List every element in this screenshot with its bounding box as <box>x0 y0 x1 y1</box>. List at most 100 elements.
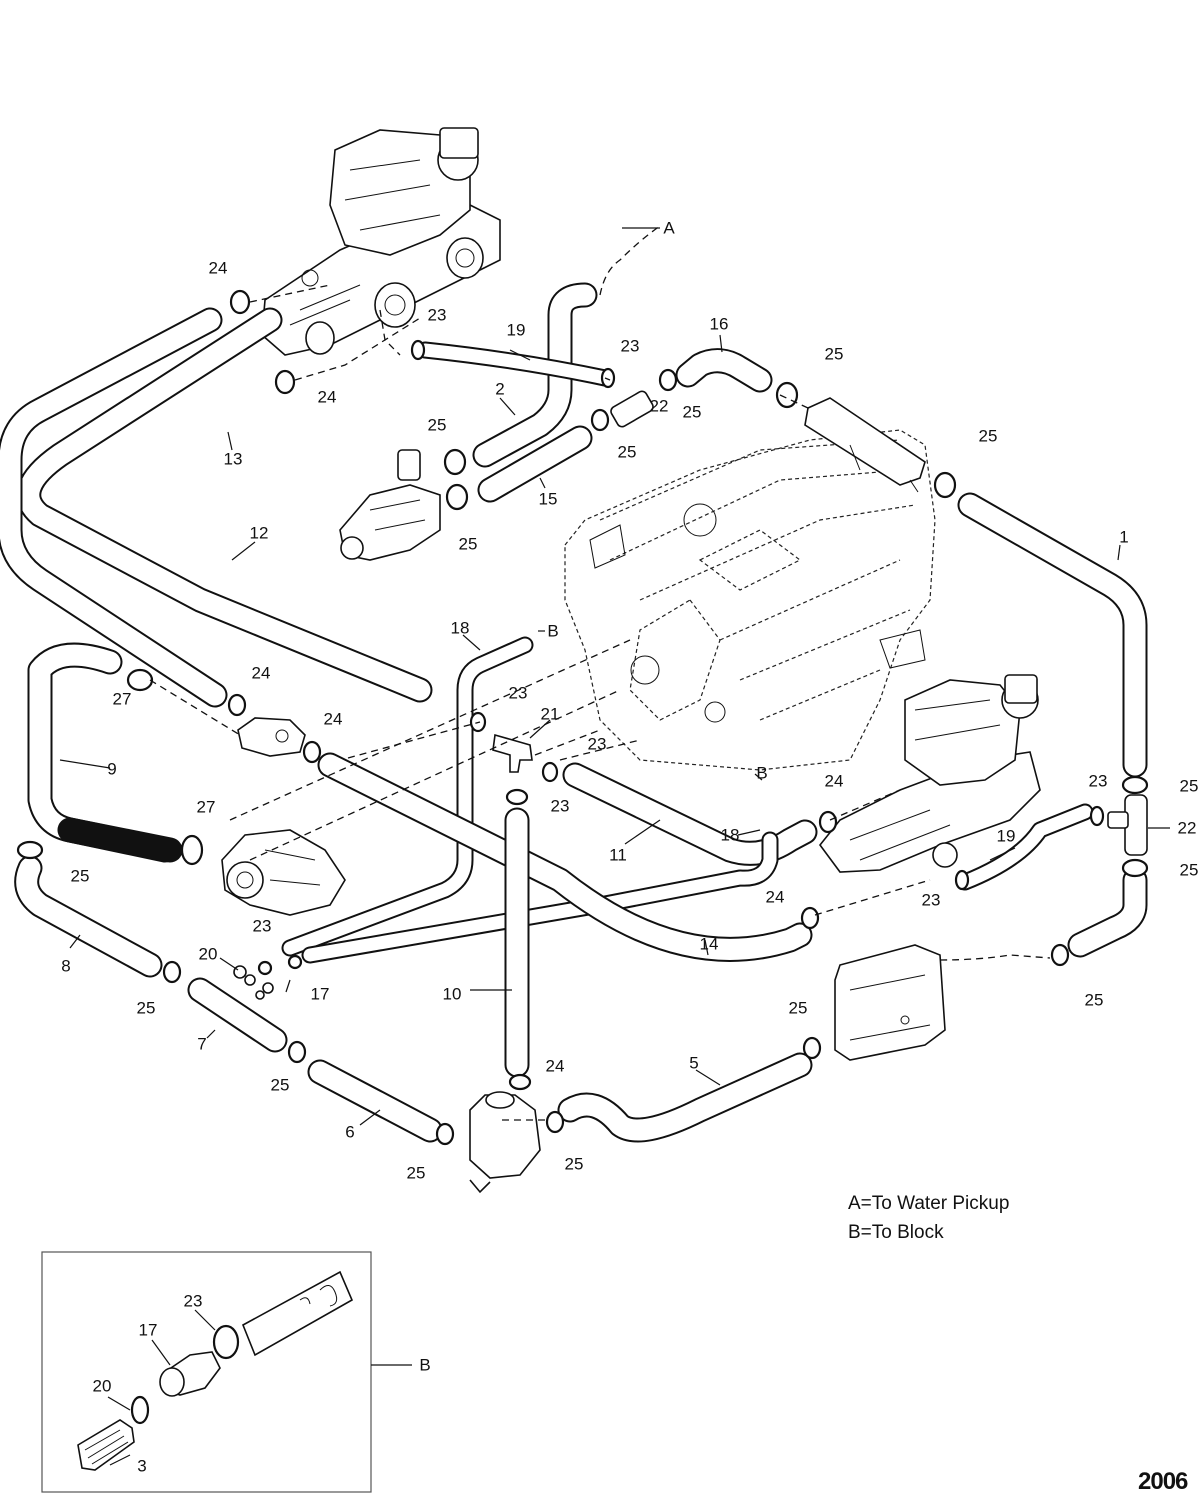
clamp-23-r2 <box>954 869 970 891</box>
figure-number: 2006 <box>1138 1468 1188 1495</box>
label-25-j: 25 <box>407 1164 426 1183</box>
clamp-24-mid <box>302 740 322 764</box>
label-25-e: 25 <box>459 535 478 554</box>
label-25-b: 25 <box>683 403 702 422</box>
clamp-23-mid3 <box>505 788 529 806</box>
clamp-25-l5 <box>545 1110 565 1134</box>
label-8: 8 <box>61 957 70 976</box>
clamp-25-r4 <box>1121 858 1149 878</box>
label-25-g: 25 <box>71 867 90 886</box>
label-23-h: 23 <box>922 891 941 910</box>
clamp-25-left <box>16 840 44 860</box>
label-6: 6 <box>345 1123 354 1142</box>
label-24-f: 24 <box>766 888 785 907</box>
label-18-right: 18 <box>721 826 740 845</box>
clamp-25-l4 <box>435 1122 455 1146</box>
label-22-right: 22 <box>1178 819 1197 838</box>
fuel-cooler <box>834 944 946 1061</box>
label-1: 1 <box>1119 528 1128 547</box>
exhaust-manifold-upper <box>261 127 501 356</box>
legend-water-pickup: A=To Water Pickup <box>848 1193 1010 1214</box>
distribution-housing <box>469 1091 541 1194</box>
label-23-a: 23 <box>428 306 447 325</box>
label-12: 12 <box>250 524 269 543</box>
clamp-23-s <box>257 960 273 976</box>
label-24-c: 24 <box>252 664 271 683</box>
clamp-25-d <box>445 483 469 511</box>
clamp-25-l2 <box>162 960 182 984</box>
label-25-c: 25 <box>428 416 447 435</box>
label-7: 7 <box>197 1035 206 1054</box>
label-27-a: 27 <box>113 690 132 709</box>
label-B-right: B <box>756 764 767 783</box>
label-24-d: 24 <box>324 710 343 729</box>
inset-label-B: B <box>419 1356 430 1375</box>
clamp-25-b <box>590 408 610 432</box>
clamp-23-top <box>410 339 426 361</box>
label-16: 16 <box>710 315 729 334</box>
clamp-23-r1 <box>1089 805 1105 827</box>
inset-label-3: 3 <box>137 1457 146 1476</box>
label-27-b: 27 <box>197 798 216 817</box>
label-13: 13 <box>224 450 243 469</box>
label-11: 11 <box>609 846 627 865</box>
clamp-23-top2 <box>600 367 616 389</box>
label-5: 5 <box>689 1054 698 1073</box>
label-24-g: 24 <box>546 1057 565 1076</box>
clamp-25-f <box>933 471 957 499</box>
clamp-24-top <box>229 289 251 315</box>
thermostat-housing <box>339 449 441 561</box>
inset-label-20: 20 <box>93 1377 112 1396</box>
label-25-a: 25 <box>825 345 844 364</box>
label-25-d: 25 <box>618 443 637 462</box>
label-25-o: 25 <box>1180 861 1199 880</box>
label-24-a: 24 <box>209 259 228 278</box>
label-25-i: 25 <box>271 1076 290 1095</box>
connector-lines <box>149 225 1051 1121</box>
clamp-25-c <box>443 448 467 476</box>
label-23-b: 23 <box>621 337 640 356</box>
label-23-e: 23 <box>551 797 570 816</box>
label-24-e: 24 <box>825 772 844 791</box>
label-23-f: 23 <box>253 917 272 936</box>
clamp-27-mid <box>180 834 204 866</box>
label-25-k: 25 <box>565 1155 584 1174</box>
label-17: 17 <box>311 985 330 1004</box>
clamp-24-top2 <box>274 369 296 395</box>
label-22-top: 22 <box>650 397 669 416</box>
label-B-top: B <box>547 622 558 641</box>
label-19-top: 19 <box>507 321 526 340</box>
bracket-upper-right <box>804 397 926 493</box>
clamp-25-r2 <box>1050 943 1070 967</box>
label-20: 20 <box>199 945 218 964</box>
tee-adapter-left <box>237 717 306 757</box>
label-9: 9 <box>107 760 116 779</box>
label-23-d: 23 <box>588 735 607 754</box>
clamp-25-l3 <box>287 1040 307 1064</box>
label-A: A <box>663 219 675 238</box>
clamp-27-top <box>126 668 154 692</box>
hoses <box>0 282 1148 1143</box>
inset-label-23: 23 <box>184 1292 203 1311</box>
label-25-f: 25 <box>979 427 998 446</box>
label-2: 2 <box>495 380 504 399</box>
callouts: A B B 1 2 5 6 7 8 9 10 11 12 13 14 15 16… <box>61 219 1198 1183</box>
clamp-24-low2 <box>508 1073 532 1091</box>
clamp-25-r3 <box>1121 775 1149 795</box>
label-15: 15 <box>539 490 558 509</box>
label-10: 10 <box>443 985 462 1004</box>
label-14: 14 <box>700 935 719 954</box>
label-19-right: 19 <box>997 827 1016 846</box>
label-23-g: 23 <box>1089 772 1108 791</box>
clamp-24-right <box>818 810 838 834</box>
exhaust-manifold-lower <box>818 674 1041 873</box>
clamp-25-a <box>658 368 678 392</box>
label-25-m: 25 <box>1085 991 1104 1010</box>
label-24-b: 24 <box>318 388 337 407</box>
hose-clamps <box>16 289 1149 1146</box>
label-25-l: 25 <box>789 999 808 1018</box>
label-25-h: 25 <box>137 999 156 1018</box>
clamp-23-s2 <box>287 954 303 970</box>
clamp-24-left <box>227 693 247 717</box>
